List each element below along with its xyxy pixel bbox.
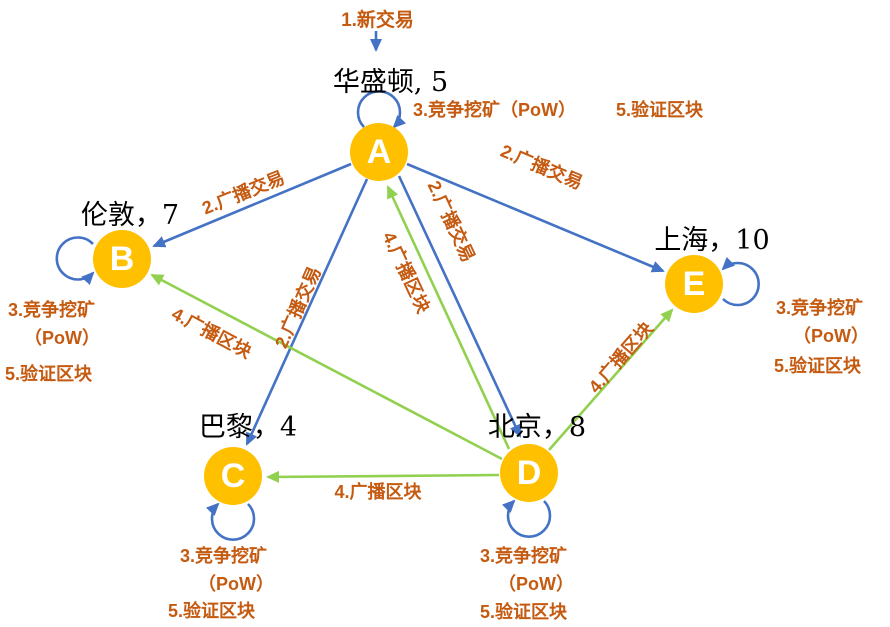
label-verify-c: 5.验证区块 — [168, 601, 256, 621]
city-label-washington: 华盛顿, 5 — [332, 67, 449, 98]
node-c: C — [204, 447, 262, 505]
label-mine-c-line2: （PoW） — [198, 574, 274, 594]
label-broadcast-block-d-c: 4.广播区块 — [334, 482, 422, 502]
label-verify-b: 5.验证区块 — [5, 364, 93, 384]
edge-d-to-b — [150, 273, 503, 461]
label-verify-e: 5.验证区块 — [774, 356, 862, 376]
node-b: B — [93, 230, 151, 288]
self-loop-b — [55, 236, 95, 286]
label-mine-a: 3.竞争挖矿（PoW） — [413, 100, 577, 120]
node-a: A — [350, 123, 408, 181]
city-label-beijing: 北京，8 — [487, 412, 587, 443]
self-loop-a — [356, 90, 406, 129]
node-c-letter: C — [220, 457, 246, 495]
label-mine-d-line1: 3.竞争挖矿 — [480, 546, 568, 566]
edge-d-to-a — [386, 185, 511, 450]
node-d: D — [500, 444, 558, 502]
edge-d-to-e — [548, 308, 674, 451]
node-b-letter: B — [109, 240, 135, 278]
label-mine-e-line1: 3.竞争挖矿 — [776, 298, 864, 318]
label-mine-e-line2: （PoW） — [793, 326, 869, 346]
self-loop-e — [721, 257, 760, 307]
edge-a-to-e — [406, 162, 665, 273]
node-d-letter: D — [516, 454, 542, 492]
edge-a-to-b — [152, 162, 352, 248]
label-mine-d-line2: （PoW） — [498, 574, 574, 594]
self-loop-d — [502, 499, 552, 538]
label-mine-b-line1: 3.竞争挖矿 — [8, 300, 96, 320]
node-e: E — [665, 255, 723, 313]
node-e-letter: E — [682, 265, 706, 303]
self-loop-c — [206, 502, 256, 541]
label-verify-d: 5.验证区块 — [480, 602, 568, 622]
city-label-paris: 巴黎，4 — [198, 412, 298, 443]
city-label-london: 伦敦，7 — [80, 200, 180, 231]
edge-a-to-c — [245, 178, 369, 446]
label-verify-a: 5.验证区块 — [616, 100, 704, 120]
label-mine-c-line1: 3.竞争挖矿 — [180, 546, 268, 566]
label-mine-b-line2: （PoW） — [24, 328, 100, 348]
label-step1-new-transaction: 1.新交易 — [341, 10, 414, 31]
edge-d-to-c — [266, 470, 500, 483]
node-a-letter: A — [366, 133, 392, 171]
city-label-shanghai: 上海，10 — [654, 225, 770, 256]
edge-a-to-d — [397, 175, 522, 438]
